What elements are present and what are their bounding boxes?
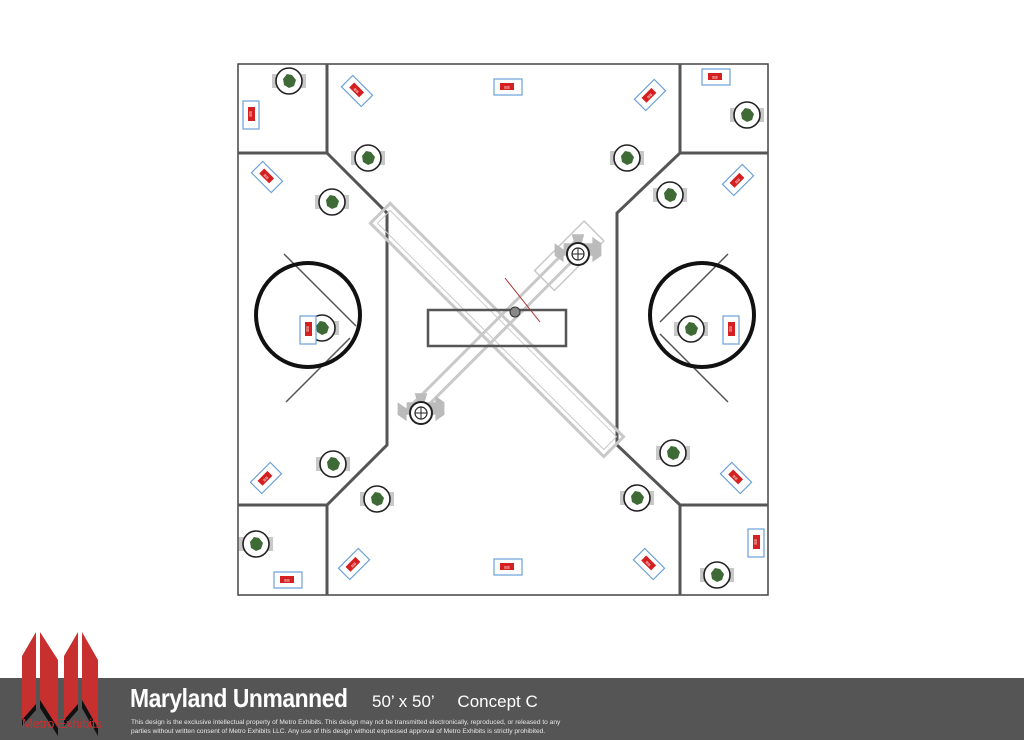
concept-label: Concept C	[457, 692, 538, 711]
display-case-icon	[273, 571, 303, 589]
project-title: Maryland Unmanned	[130, 683, 348, 713]
footer-bar	[0, 678, 1024, 740]
round-area-left	[254, 253, 362, 403]
logo-text: Metro Exhibits	[22, 716, 102, 731]
booth-dimensions: 50’ x 50’	[372, 692, 435, 711]
display-case-icon	[747, 528, 765, 558]
display-case-icon	[493, 558, 523, 576]
display-case-icon	[493, 78, 523, 96]
metro-exhibits-logo	[22, 632, 98, 736]
display-case-icon	[242, 100, 260, 130]
display-case-icon	[722, 315, 740, 345]
display-case-icon	[299, 315, 317, 345]
legal-notice: This design is the exclusive intellectua…	[131, 719, 561, 735]
round-area-right	[648, 253, 756, 403]
project-subtitle: 50’ x 50’ Concept C	[372, 692, 556, 712]
display-case-icon	[701, 68, 731, 86]
